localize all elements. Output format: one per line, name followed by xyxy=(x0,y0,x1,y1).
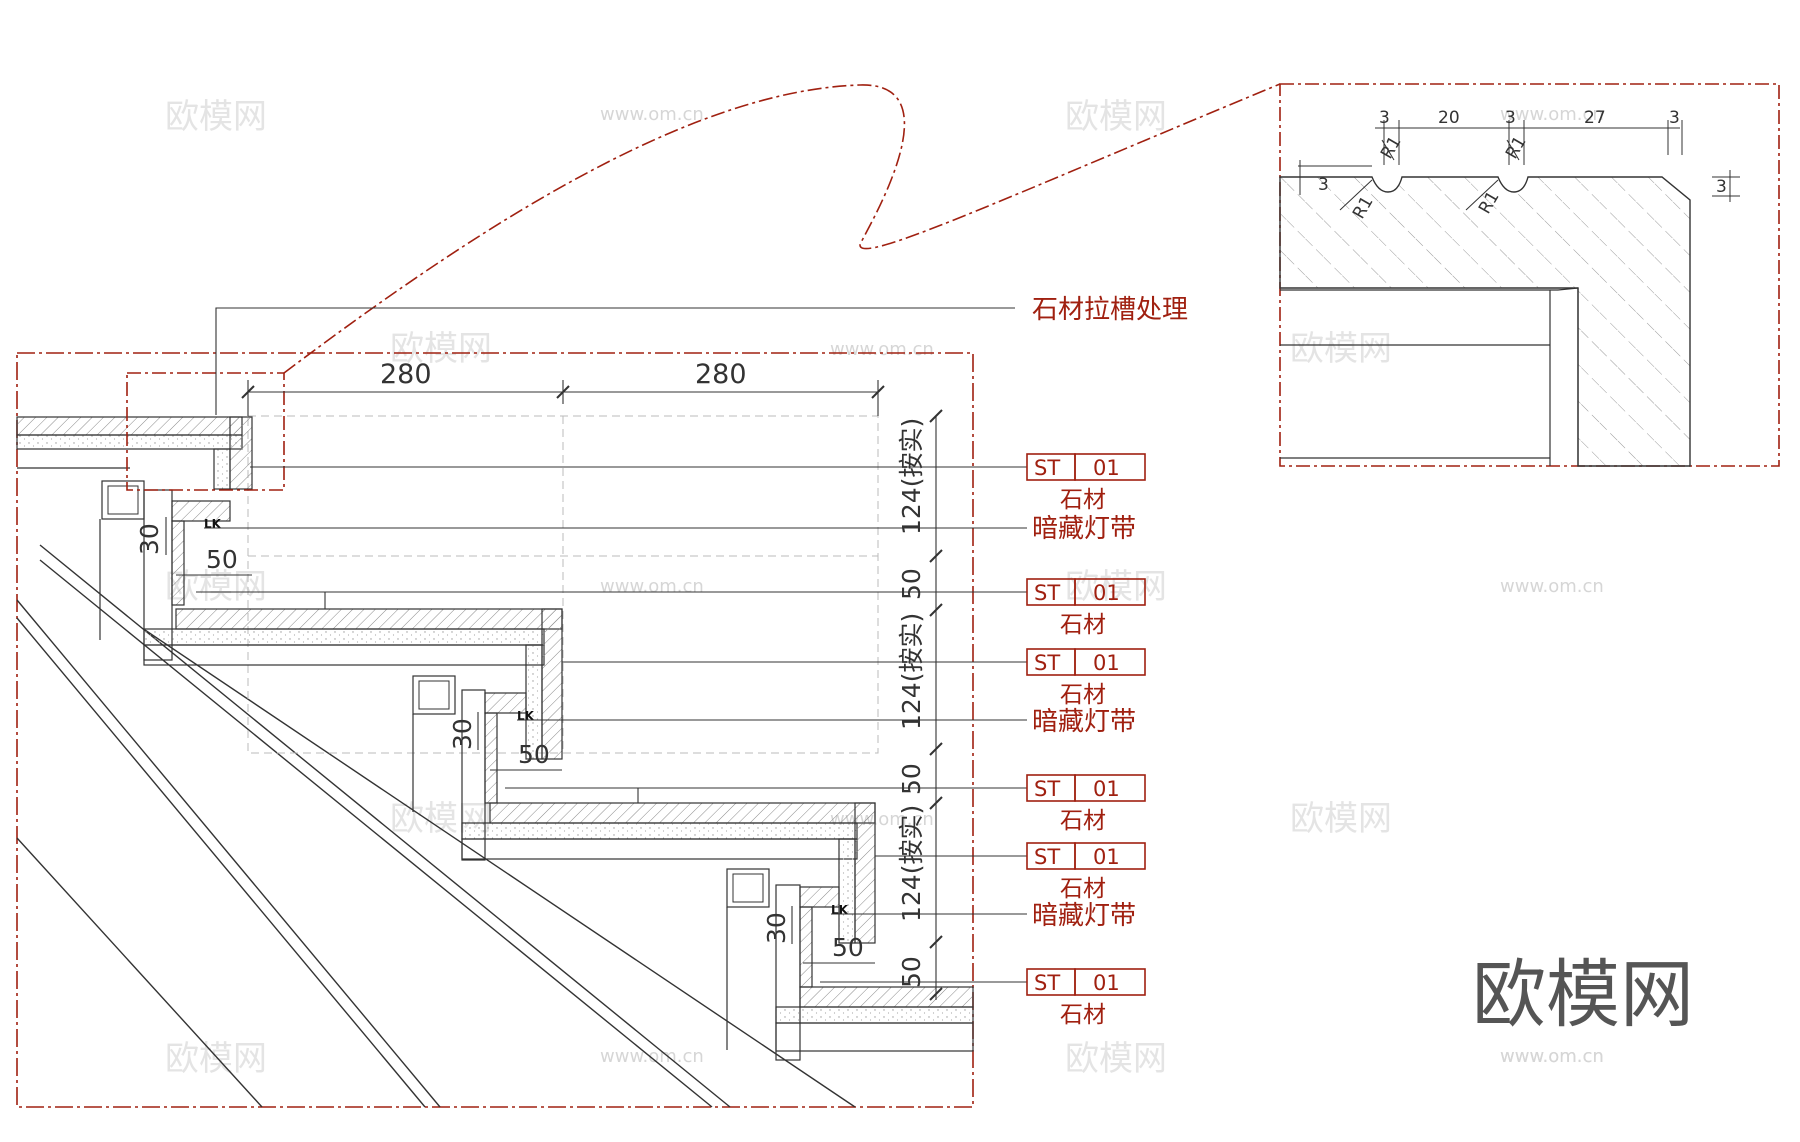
material-tag: ST 01 石材 xyxy=(1026,453,1146,513)
brand-logo-text: 欧模网 xyxy=(1472,952,1694,1038)
detail-dim: 3 xyxy=(1669,108,1680,128)
detail-dim: 3 xyxy=(1716,177,1727,197)
watermark-site: www.om.cn xyxy=(600,104,704,125)
dim-led-width-c: 50 xyxy=(832,933,864,962)
detail-dim: 27 xyxy=(1584,108,1606,128)
detail-callout-box xyxy=(126,372,285,491)
tag-number-box xyxy=(1074,578,1146,606)
tag-code: ST xyxy=(1034,651,1060,675)
tag-number: 01 xyxy=(1093,971,1120,995)
dim-riser-b: 124(按实) xyxy=(897,613,926,730)
tag-code: ST xyxy=(1034,581,1060,605)
detail-dim: 3 xyxy=(1505,108,1516,128)
watermark-text: 欧模网 xyxy=(165,1039,267,1079)
detail-radius: R1 xyxy=(1377,133,1406,163)
watermark-site: www.om.cn xyxy=(1500,1046,1604,1067)
led-symbol: LK xyxy=(831,903,849,917)
dim-led-height-b: 30 xyxy=(448,718,477,750)
led-strip-symbols: LK LK LK xyxy=(204,517,849,917)
dim-gap-c: 50 xyxy=(897,956,926,988)
watermark-site: www.om.cn xyxy=(830,339,934,360)
tag-description: 石材 xyxy=(1060,1002,1106,1028)
led-label: 暗藏灯带 xyxy=(1032,707,1136,737)
leader-lines xyxy=(196,307,1027,983)
stair-step-1 xyxy=(16,416,253,661)
tag-number: 01 xyxy=(1093,845,1120,869)
watermark-site: www.om.cn xyxy=(1500,576,1604,597)
tag-code: ST xyxy=(1034,845,1060,869)
tag-number: 01 xyxy=(1093,651,1120,675)
material-tag: ST 01 石材 xyxy=(1026,648,1146,708)
tag-number: 01 xyxy=(1093,777,1120,801)
watermark-text: 欧模网 xyxy=(390,329,492,369)
stair-stringer xyxy=(16,544,856,1108)
dimension-lines xyxy=(165,380,943,1001)
stair-step-3 xyxy=(461,802,974,1061)
detail-radius: R1 xyxy=(1502,133,1531,163)
watermark-text: 欧模网 xyxy=(165,97,267,137)
detail-dim: 20 xyxy=(1438,108,1460,128)
watermark-text: 欧模网 xyxy=(1290,799,1392,839)
led-symbol: LK xyxy=(517,709,535,723)
tag-description: 石材 xyxy=(1060,808,1106,834)
dim-led-width-b: 50 xyxy=(518,740,550,769)
groove-detail xyxy=(1279,83,1780,467)
material-tag: ST 01 石材 xyxy=(1026,968,1146,1028)
dim-riser-c: 124(按实) xyxy=(897,805,926,922)
dim-led-height-c: 30 xyxy=(762,912,791,944)
tag-number-box xyxy=(1074,842,1146,870)
watermark-text: 欧模网 xyxy=(1065,97,1167,137)
detail-connector-line xyxy=(283,83,1281,374)
material-tag: ST 01 石材 xyxy=(1026,578,1146,638)
dim-led-width-a: 50 xyxy=(206,545,238,574)
groove-note-label: 石材拉槽处理 xyxy=(1032,295,1188,325)
tag-code: ST xyxy=(1034,777,1060,801)
tag-number-box xyxy=(1074,648,1146,676)
tag-number-box xyxy=(1074,453,1146,481)
tag-description: 石材 xyxy=(1060,876,1106,902)
tag-number: 01 xyxy=(1093,456,1120,480)
tag-number-box xyxy=(1074,774,1146,802)
detail-dim: 3 xyxy=(1379,108,1390,128)
watermark-text: 欧模网 xyxy=(1065,1039,1167,1079)
dim-riser-a: 124(按实) xyxy=(897,418,926,535)
watermark-site: www.om.cn xyxy=(1500,104,1604,125)
dim-tread-2: 280 xyxy=(695,359,747,390)
dim-tread-1: 280 xyxy=(380,359,432,390)
led-label: 暗藏灯带 xyxy=(1032,901,1136,931)
tag-code: ST xyxy=(1034,456,1060,480)
tag-description: 石材 xyxy=(1060,682,1106,708)
material-tag: ST 01 石材 xyxy=(1026,774,1146,834)
tag-description: 石材 xyxy=(1060,487,1106,513)
tag-number: 01 xyxy=(1093,581,1120,605)
watermark-text: 欧模网 xyxy=(1290,329,1392,369)
led-label: 暗藏灯带 xyxy=(1032,514,1136,544)
stair-step-2 xyxy=(143,608,563,861)
section-frame xyxy=(16,352,974,1108)
dim-led-height-a: 30 xyxy=(135,523,164,555)
dim-gap-a: 50 xyxy=(897,568,926,600)
dim-gap-b: 50 xyxy=(897,763,926,795)
tag-code: ST xyxy=(1034,971,1060,995)
watermark-text: 欧模网 xyxy=(1065,567,1167,607)
construction-lines xyxy=(247,415,879,754)
watermark-site: www.om.cn xyxy=(600,576,704,597)
brand-site: www.om.cn xyxy=(1500,1046,1604,1067)
tag-number-box xyxy=(1074,968,1146,996)
material-tag: ST 01 石材 xyxy=(1026,842,1146,902)
detail-dim: 3 xyxy=(1318,175,1329,195)
led-symbol: LK xyxy=(204,517,222,531)
watermark-site: www.om.cn xyxy=(600,1046,704,1067)
tag-description: 石材 xyxy=(1060,612,1106,638)
